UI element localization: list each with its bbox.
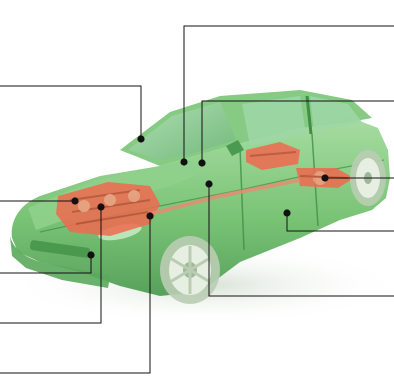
leader-9: [0, 207, 102, 324]
leader-1: [183, 25, 394, 162]
callout-dot-9: [97, 203, 105, 211]
front-wheel: [160, 236, 220, 304]
front-bumper: [10, 236, 110, 288]
callout-dots: [71, 135, 329, 259]
callout-dot-10: [146, 212, 154, 220]
rear-side-window: [310, 96, 362, 132]
grille: [29, 240, 91, 258]
front-side-window: [242, 96, 306, 146]
side-mirror: [226, 140, 244, 156]
leader-6: [0, 85, 142, 139]
windshield: [128, 102, 236, 160]
callout-dot-4: [283, 209, 291, 217]
engine-component: [56, 182, 160, 236]
callout-leaders: [0, 25, 394, 374]
leader-4: [286, 213, 394, 232]
callout-dot-5: [205, 180, 213, 188]
leader-2: [201, 100, 394, 163]
callout-dot-8: [87, 251, 95, 259]
leader-8: [0, 255, 92, 274]
driveshaft: [149, 178, 301, 216]
callout-dot-3: [321, 174, 329, 182]
callout-dot-7: [71, 197, 79, 205]
leader-5: [208, 184, 394, 297]
door-seam-front: [239, 147, 245, 251]
b-pillar: [305, 95, 313, 135]
leader-10: [0, 216, 151, 374]
callout-dot-1: [180, 158, 188, 166]
callout-dot-2: [198, 159, 206, 167]
callout-dot-6: [137, 135, 145, 143]
